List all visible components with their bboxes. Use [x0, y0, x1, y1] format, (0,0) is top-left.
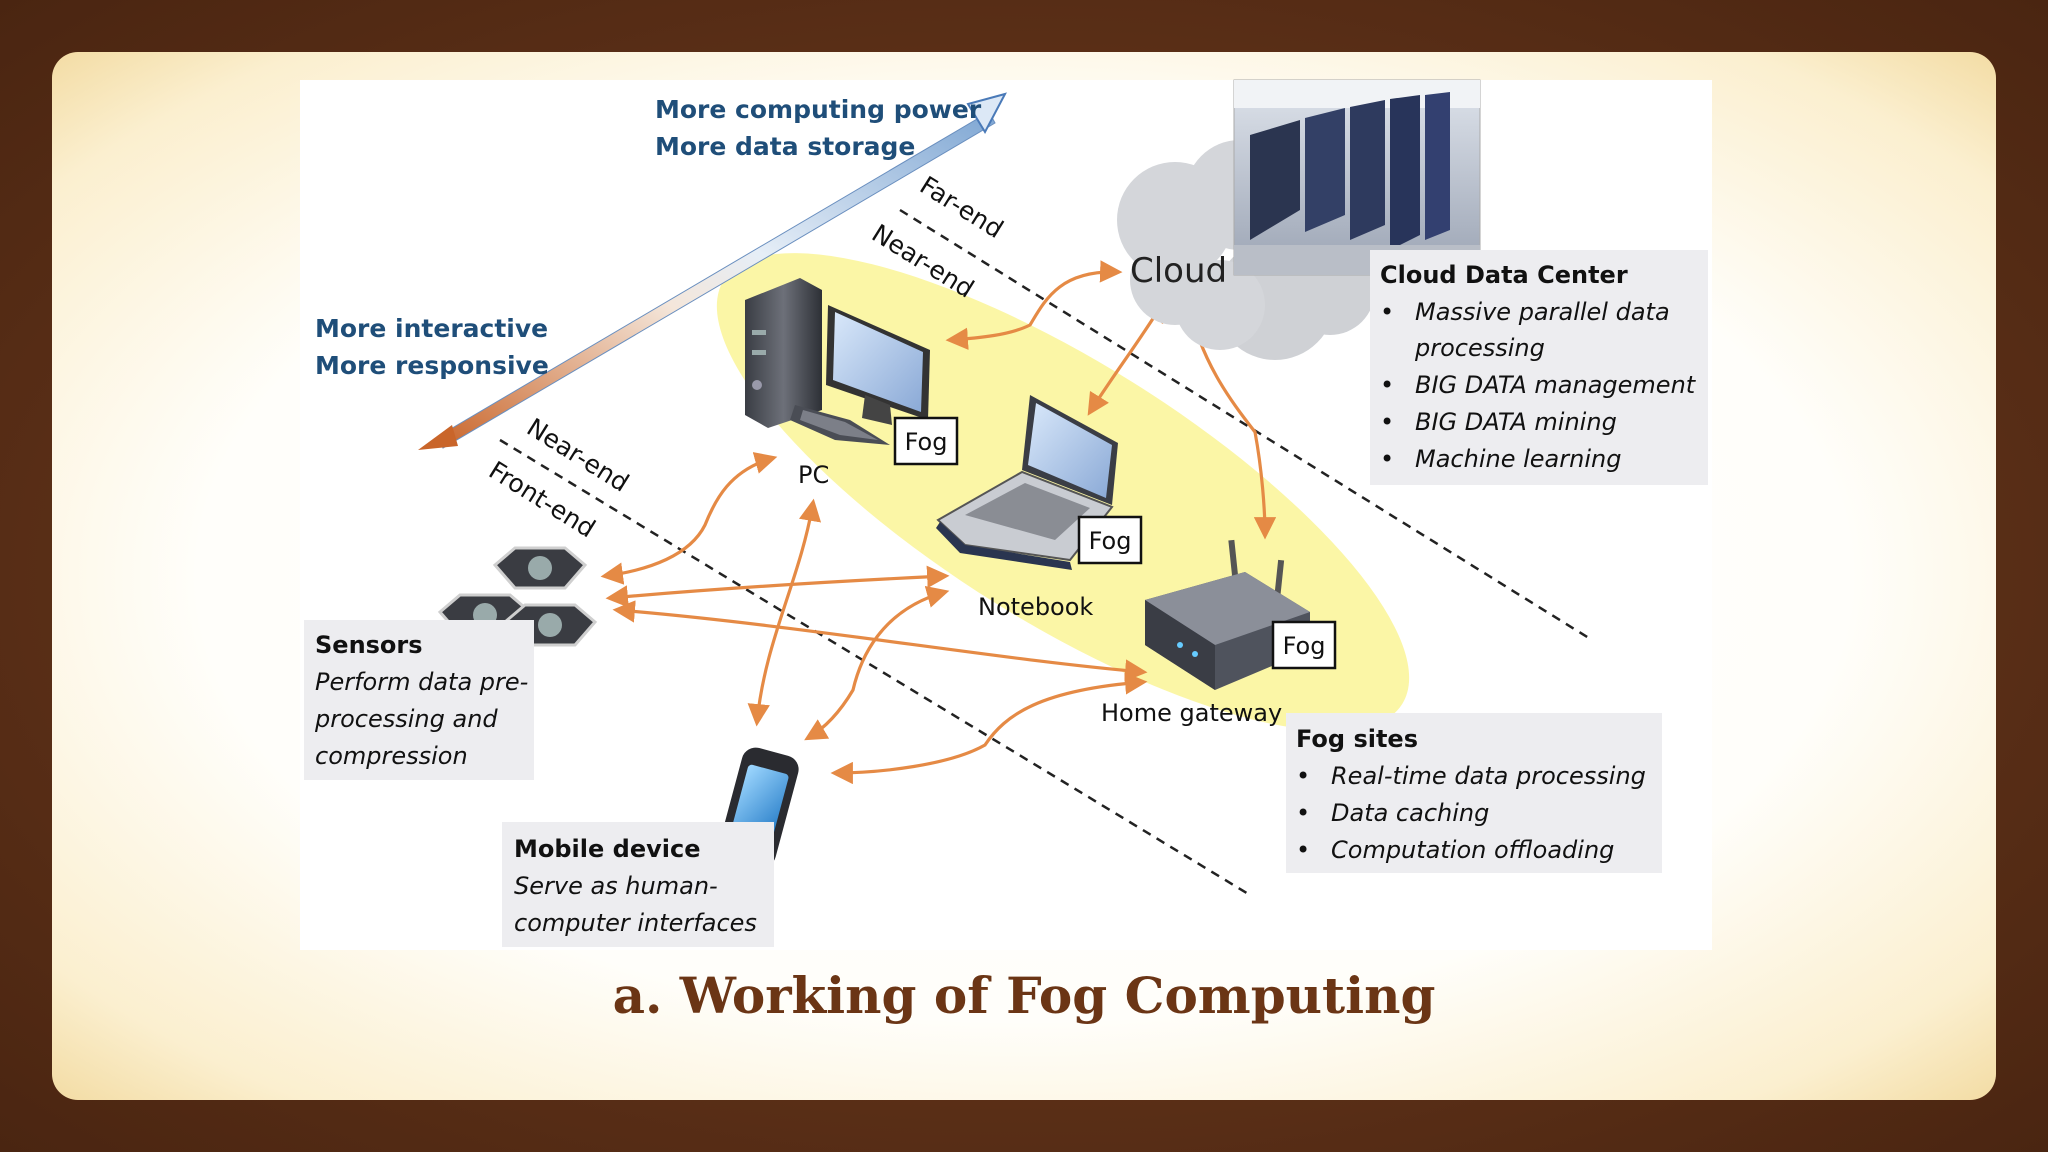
mobile-title: Mobile device [514, 835, 700, 863]
cloud-item-4: Machine learning [1415, 445, 1621, 473]
mobile-line-2: computer interfaces [514, 909, 757, 937]
cloud-item-1: Massive parallel data [1415, 298, 1670, 326]
pc-icon [745, 278, 930, 445]
bullet: • [1296, 799, 1310, 827]
fog-item-1: Real-time data processing [1331, 762, 1646, 790]
cloud-item-1b: processing [1414, 334, 1545, 362]
sensors-line-2: processing and [314, 705, 498, 733]
bullet: • [1380, 408, 1394, 436]
connection-arrows [600, 260, 1277, 785]
sensors-line-3: compression [315, 742, 468, 770]
gateway-fog-tag-label: Fog [1283, 632, 1326, 660]
bullet: • [1380, 298, 1394, 326]
axis-bottom-line-1: More interactive [315, 314, 548, 343]
pc-label: PC [798, 461, 829, 489]
pc-fog-tag-label: Fog [905, 428, 948, 456]
cloud-data-center-box: Cloud Data Center • Massive parallel dat… [1370, 250, 1708, 485]
notebook-label: Notebook [978, 593, 1093, 621]
sensors-title: Sensors [315, 631, 423, 659]
arrow-gateway-mobile [830, 672, 1148, 785]
bullet: • [1296, 836, 1310, 864]
notebook-icon [936, 395, 1118, 570]
home-gateway-icon [1145, 539, 1310, 690]
axis-bottom-line-2: More responsive [315, 351, 549, 380]
gateway-fog-tag [1271, 620, 1337, 670]
bullet: • [1296, 762, 1310, 790]
bullet: • [1380, 371, 1394, 399]
sensors-box: Sensors Perform data pre- processing and… [304, 620, 534, 780]
axis-arrow [418, 92, 1007, 450]
cloud-item-2: BIG DATA management [1415, 371, 1697, 399]
cloud-item-3: BIG DATA mining [1415, 408, 1617, 436]
notebook-fog-tag [1077, 515, 1143, 565]
bullet: • [1380, 445, 1394, 473]
cloud-box-title: Cloud Data Center [1380, 261, 1628, 289]
fog-sites-box: Fog sites • Real-time data processing • … [1286, 713, 1662, 873]
axis-top-line-2: More data storage [655, 132, 915, 161]
axis-top-line-1: More computing power [655, 95, 982, 124]
slide-caption: a. Working of Fog Computing [612, 966, 1436, 1025]
fog-item-2: Data caching [1331, 799, 1489, 827]
fog-box-title: Fog sites [1296, 725, 1418, 753]
mobile-line-1: Serve as human- [514, 872, 718, 900]
sensors-line-1: Perform data pre- [315, 668, 528, 696]
arrow-pc-mobile [747, 498, 822, 727]
pc-fog-tag [893, 416, 959, 466]
cloud-label: Cloud [1130, 251, 1227, 291]
datacenter-photo-icon [1233, 79, 1481, 276]
notebook-fog-tag-label: Fog [1089, 527, 1132, 555]
gateway-label: Home gateway [1101, 699, 1282, 727]
fog-item-3: Computation offloading [1331, 836, 1614, 864]
arrow-cloud-pc [945, 260, 1123, 350]
mobile-device-box: Mobile device Serve as human- computer i… [502, 822, 774, 947]
